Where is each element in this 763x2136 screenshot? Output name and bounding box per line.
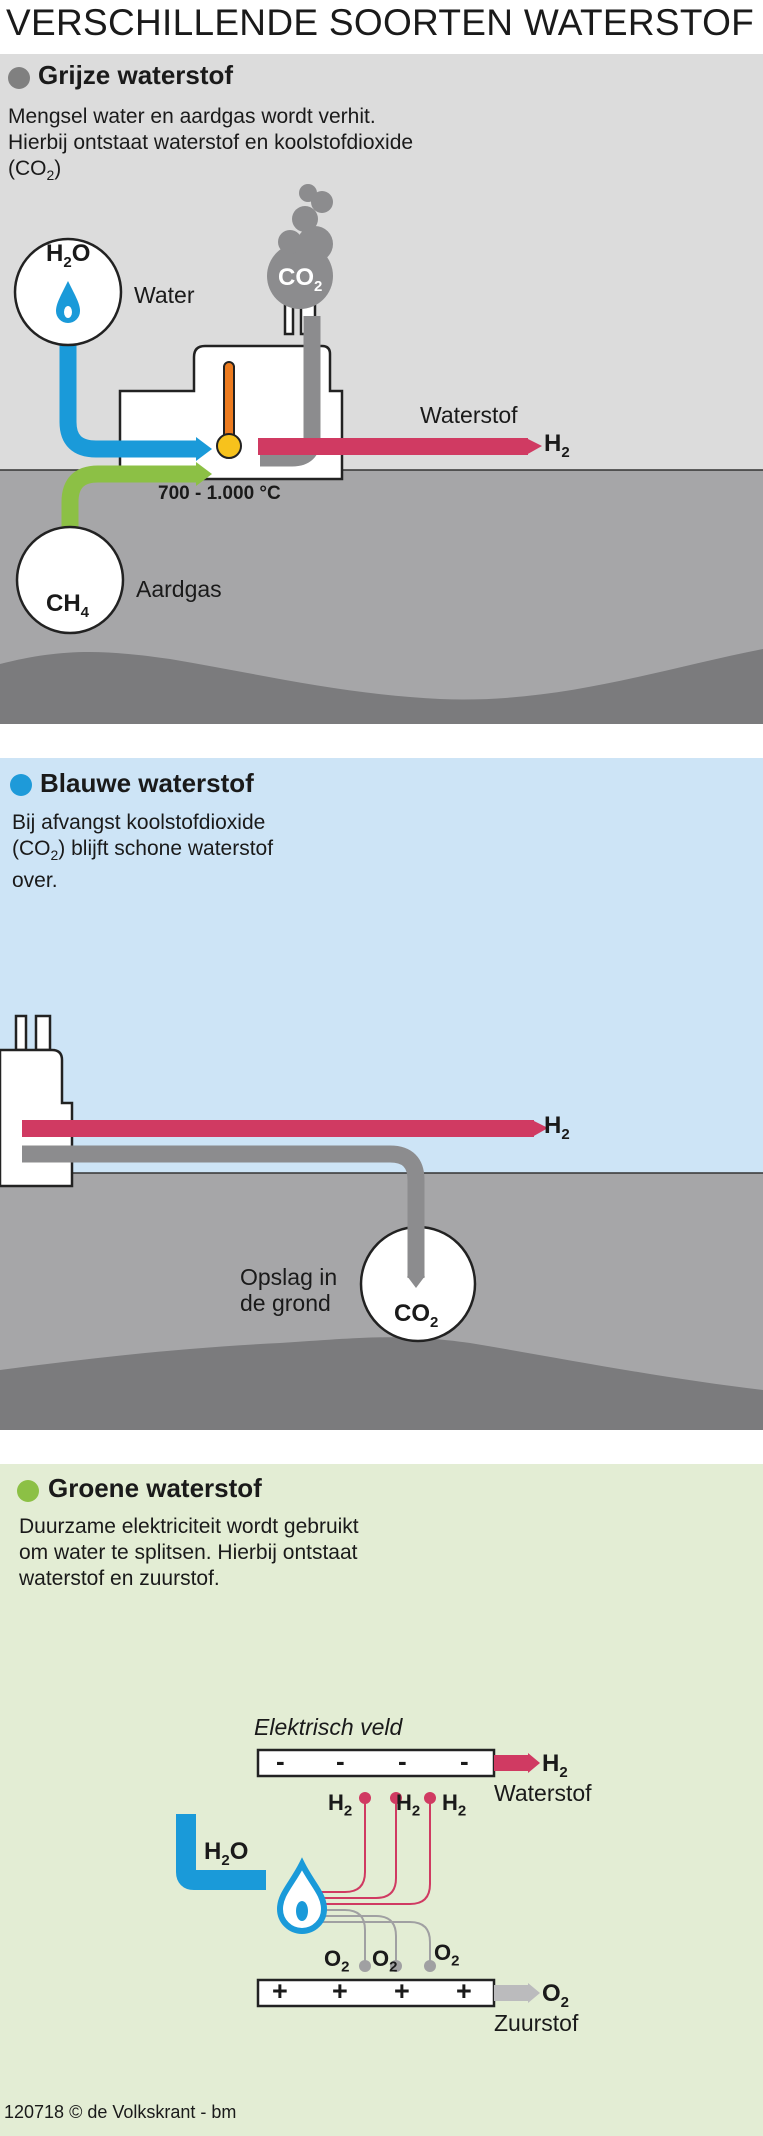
aardgas-label: Aardgas	[136, 576, 222, 602]
h2o-label: H2O	[46, 240, 91, 271]
electric-field-label: Elektrisch veld	[254, 1714, 403, 1740]
h2-output-label: H2	[542, 1750, 568, 1781]
negative-electrode	[256, 1748, 496, 1778]
thermometer-bulb	[216, 433, 242, 459]
blue-hydrogen-panel: Blauwe waterstof Bij afvangst koolstofdi…	[0, 758, 763, 1430]
plus-sign: +	[456, 1976, 472, 2006]
o2-lines	[318, 1909, 431, 1964]
ground-hill	[0, 649, 763, 724]
o2-outlet-pipe	[494, 1985, 530, 2001]
blue-dot-icon	[10, 774, 32, 796]
minus-sign: -	[460, 1746, 469, 1776]
h2-label: H2	[396, 1790, 421, 1820]
h2-outlet-pipe	[494, 1755, 530, 1771]
water-pipe	[59, 314, 198, 458]
co2-label: CO2	[278, 264, 323, 295]
water-pipe-arrow	[196, 437, 212, 461]
grey-hydrogen-panel: Grijze waterstof Mengsel water en aardga…	[0, 54, 763, 724]
h2o-label: H2O	[204, 1838, 249, 1869]
h2-label: H2	[328, 1790, 353, 1820]
grey-hydrogen-illustration	[0, 184, 763, 724]
green-hydrogen-illustration	[176, 1748, 540, 2008]
ground-hill	[0, 1337, 763, 1430]
h2-label: H2	[544, 430, 570, 461]
co2-smoke	[267, 184, 333, 309]
footer-credit: 120718 © de Volkskrant - bm	[4, 2102, 237, 2122]
co2-pipe-arrow	[407, 1276, 425, 1288]
o2-label: O2	[324, 1946, 350, 1976]
thermometer-tube	[223, 361, 235, 443]
h2o-inlet-pipe	[176, 1814, 266, 1890]
h2-label: H2	[544, 1112, 570, 1143]
co2-label: CO2	[394, 1300, 439, 1331]
green-section-title: Groene waterstof	[48, 1473, 262, 1503]
temperature-label: 700 - 1.000 °C	[158, 483, 281, 504]
minus-sign: -	[276, 1746, 285, 1776]
o2-label: O2	[434, 1940, 460, 1970]
blue-description: Bij afvangst koolstofdioxide (CO2) blijf…	[12, 811, 274, 893]
page-title: VERSCHILLENDE SOORTEN WATERSTOF	[6, 2, 755, 43]
o2-label: O2	[372, 1946, 398, 1976]
minus-sign: -	[398, 1746, 407, 1776]
green-dot-icon	[17, 1480, 39, 1502]
h2-lines	[318, 1800, 431, 1905]
co2-pipe	[22, 1145, 425, 1278]
grey-dot-icon	[8, 67, 30, 89]
h2-label: H2	[442, 1790, 467, 1820]
plus-sign: +	[272, 1976, 288, 2006]
waterstof-label: Waterstof	[420, 402, 518, 428]
water-drop-icon	[276, 1857, 328, 1934]
plus-sign: +	[394, 1976, 410, 2006]
grey-description: Mengsel water en aardgas wordt verhit. H…	[8, 105, 414, 184]
o2-output-label: O2	[542, 1980, 570, 2011]
green-description: Duurzame elektriciteit wordt gebruikt om…	[19, 1515, 359, 1590]
gas-pipe-arrow	[196, 462, 212, 486]
h2-outlet-arrow	[528, 1753, 540, 1773]
water-label: Water	[134, 282, 195, 308]
water-drop-icon	[56, 281, 80, 323]
o2-outlet-arrow	[528, 1983, 540, 2003]
grey-section-title: Grijze waterstof	[38, 60, 234, 90]
waterstof-label: Waterstof	[494, 1780, 592, 1806]
opslag-label: Opslag in de grond	[240, 1264, 338, 1316]
gas-circle	[15, 525, 125, 635]
minus-sign: -	[336, 1746, 345, 1776]
hydrogen-pipe-arrow	[532, 1120, 548, 1137]
hydrogen-pipe	[258, 438, 528, 455]
plus-sign: +	[332, 1976, 348, 2006]
gas-pipe-line	[61, 465, 198, 584]
blue-section-title: Blauwe waterstof	[40, 768, 254, 798]
zuurstof-label: Zuurstof	[494, 2010, 579, 2036]
green-hydrogen-panel: Groene waterstof Duurzame elektriciteit …	[0, 1464, 763, 2136]
positive-electrode	[256, 1978, 496, 2008]
blue-hydrogen-illustration	[0, 1014, 763, 1430]
ch4-label: CH4	[46, 590, 90, 621]
hydrogen-pipe	[22, 1120, 534, 1137]
hydrogen-pipe-arrow	[526, 438, 542, 455]
